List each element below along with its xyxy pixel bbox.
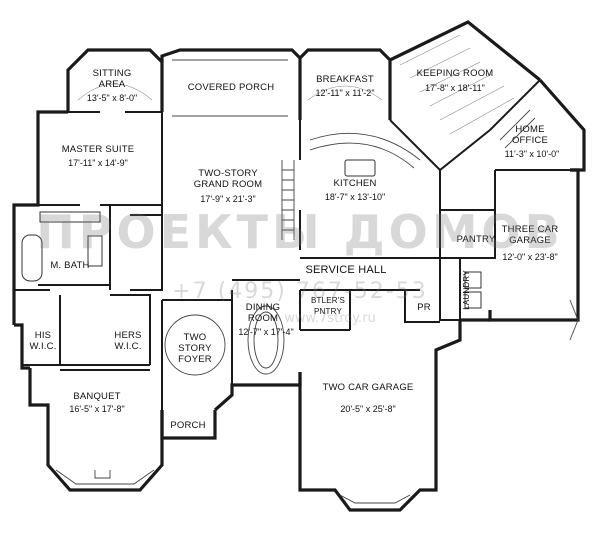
watermark: ПРОЕКТЫ ДОМОВ +7 (495) 767-52-53 www.7st… xyxy=(36,205,563,326)
washer xyxy=(464,271,482,289)
room-pantry-name: PANTRY xyxy=(457,234,496,245)
room-kitchen-dim: 18'-7" x 13'-10" xyxy=(325,192,385,202)
room-keeping-dim: 17'-8" x 18'-11" xyxy=(425,83,485,93)
room-banquet-name: BANQUET xyxy=(73,391,120,402)
room-office-dim: 11'-3" x 10'-0" xyxy=(505,149,560,159)
room-kitchen-name: KITCHEN xyxy=(333,178,376,189)
room-two-car-dim: 20'-5" x 25'-8" xyxy=(340,404,395,414)
bathtub xyxy=(21,234,43,282)
dining-table xyxy=(247,305,285,375)
room-pr-name: PR xyxy=(417,302,431,313)
watermark-phone: +7 (495) 767-52-53 xyxy=(172,279,427,304)
room-sitting-dim: 13'-5" x 8'-0" xyxy=(87,93,137,103)
watermark-brand: ПРОЕКТЫ ДОМОВ xyxy=(36,205,563,259)
room-keeping-name: KEEPING ROOM xyxy=(417,68,494,79)
watermark-site: www.7stroy.ru xyxy=(284,311,376,326)
room-two-car-name: TWO CAR GARAGE xyxy=(323,382,414,393)
room-grand-dim: 17'-9" x 21'-3" xyxy=(200,194,255,204)
room-porch-name: PORCH xyxy=(170,420,205,431)
room-breakfast-dim: 12'-11" x 11'-2" xyxy=(315,88,374,98)
room-mbath-name: M. BATH xyxy=(50,260,89,271)
room-covered-porch-name: COVERED PORCH xyxy=(188,82,275,93)
room-banquet-dim: 16'-5" x 17'-8" xyxy=(69,404,124,414)
shower xyxy=(87,235,103,267)
interior-walls xyxy=(14,79,570,410)
foyer-medallion xyxy=(164,314,226,376)
room-dining-dim: 12'-7" x 17'-4" xyxy=(238,327,293,337)
room-master-dim: 17'-11" x 14'-9" xyxy=(68,158,128,168)
room-master-name: MASTER SUITE xyxy=(62,144,135,155)
room-breakfast-name: BREAKFAST xyxy=(316,74,374,85)
room-three-car-dim: 12'-0" x 23'-8" xyxy=(502,252,557,262)
room-service-name: SERVICE HALL xyxy=(305,264,386,276)
kitchen-island xyxy=(344,159,376,177)
room-laundry-name: LAUNDRY xyxy=(462,270,471,310)
fixtures xyxy=(21,34,536,479)
vanity xyxy=(39,211,101,223)
dryer xyxy=(464,291,482,309)
